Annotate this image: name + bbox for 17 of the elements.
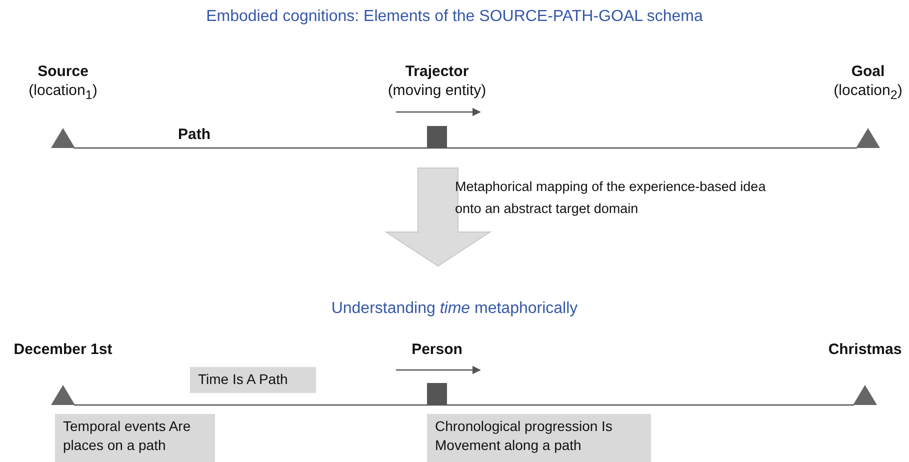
node-title: Person [410, 340, 464, 359]
node-subtitle: (location$_{1}$) [28, 81, 98, 104]
path-line [74, 404, 854, 406]
note-box: Chronological progression Is Movement along a path [427, 414, 651, 462]
note-box: Temporal events Are places on a path [55, 414, 215, 462]
node-title: Goal [850, 62, 886, 81]
node-subtitle: (moving entity) [387, 81, 487, 100]
node-subtitle: (location$_{2}$) [832, 81, 904, 104]
note-box: Time Is A Path [190, 367, 316, 393]
node-title: Trajector [404, 62, 470, 81]
node-title: December 1st [12, 340, 114, 359]
node-title: Christmas [827, 340, 903, 359]
diagram-title: Embodied cognitions: Elements of the SOURCE-PATH-GOAL schema [205, 8, 704, 26]
section-heading: Understanding time metaphorically [330, 300, 579, 318]
path-line [74, 147, 857, 149]
mapping-note: Metaphorical mapping of the experience-based idea onto an abstract target domain [455, 178, 767, 218]
node-title: Source [36, 62, 90, 81]
